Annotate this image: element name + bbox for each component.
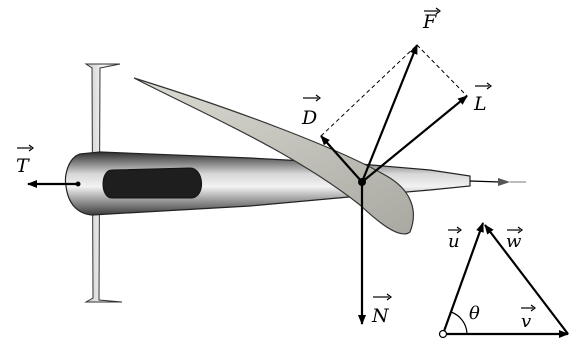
label-v: v	[521, 311, 531, 332]
pivot-point	[358, 178, 366, 186]
force-vector-f	[360, 44, 419, 183]
theta-arc	[450, 311, 468, 335]
sail	[133, 77, 414, 235]
front-foil	[84, 63, 123, 303]
velocity-triangle	[438, 222, 569, 339]
dashed-parallelogram-2	[416, 44, 468, 97]
hull-point	[75, 181, 81, 187]
label-f: F	[422, 11, 437, 33]
vector-u	[441, 222, 485, 335]
label-l: L	[473, 93, 487, 115]
drag-vector-d	[320, 135, 363, 183]
force-vectors	[27, 44, 468, 325]
vector-w	[484, 224, 569, 335]
label-d: D	[301, 107, 317, 129]
labels: F D L T N u w v θ	[16, 7, 536, 332]
triangle-origin	[438, 329, 448, 339]
dashed-parallelogram-1	[320, 44, 418, 137]
cockpit	[102, 167, 202, 199]
label-w: w	[506, 231, 522, 252]
label-theta: θ	[469, 303, 480, 324]
label-t: T	[16, 155, 30, 177]
lift-vector-l	[361, 95, 468, 183]
label-u: u	[448, 231, 460, 252]
label-n: N	[371, 305, 390, 327]
